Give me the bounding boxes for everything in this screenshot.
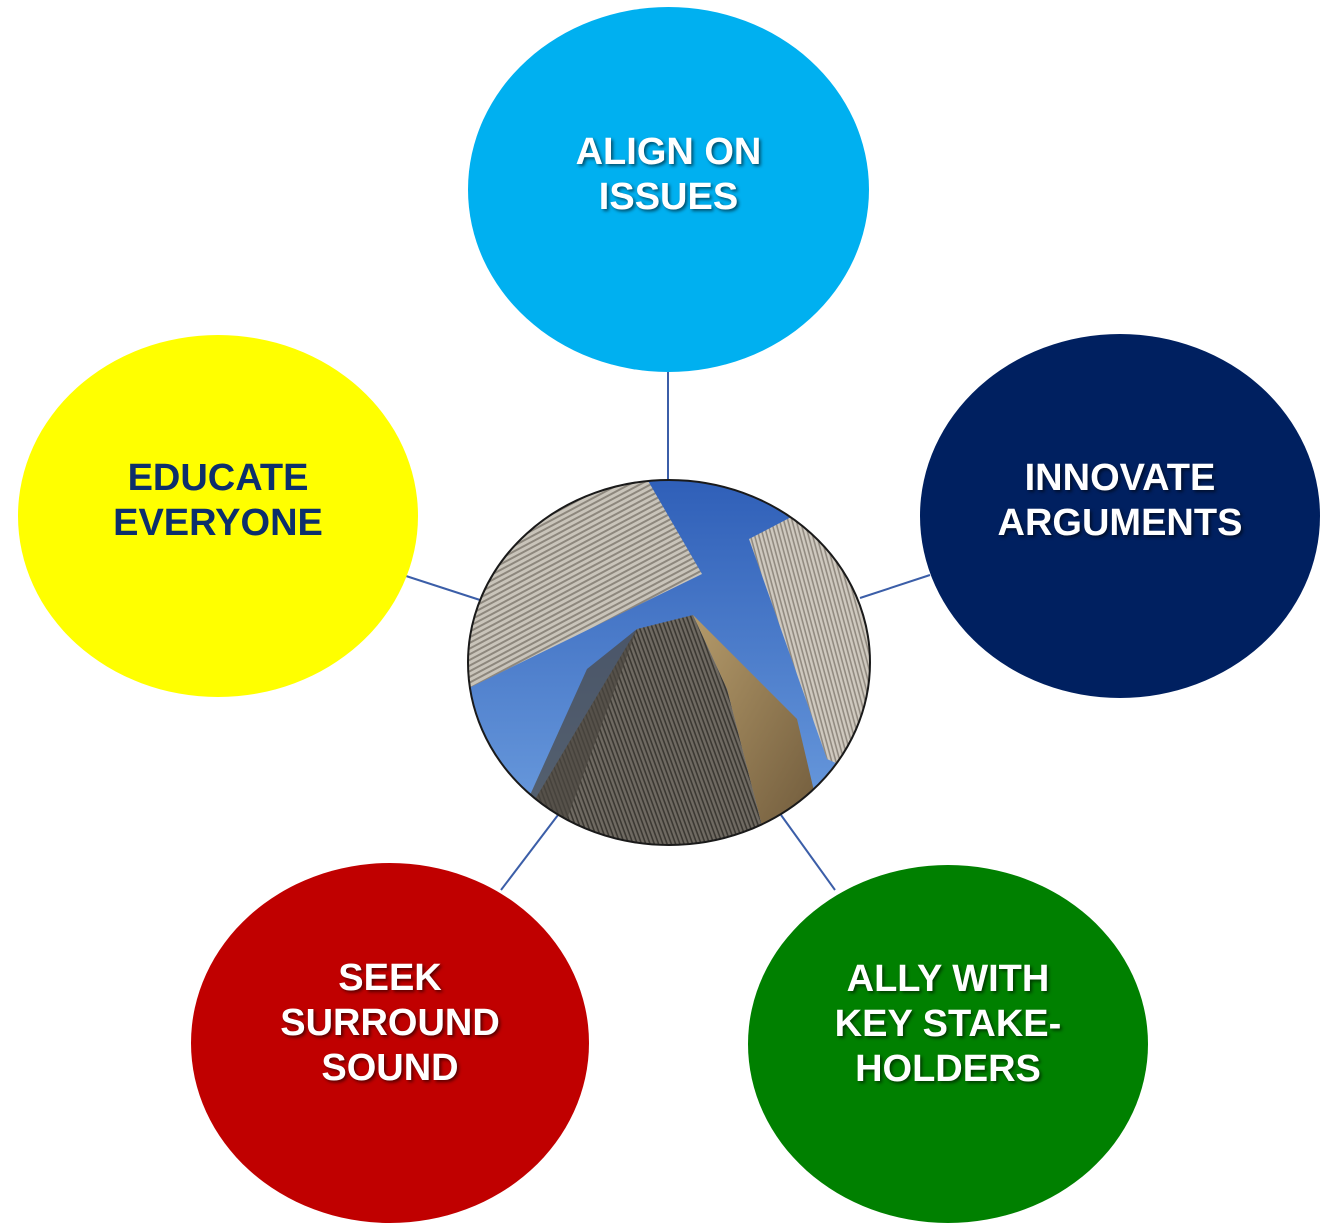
connector-bottom-left — [500, 814, 559, 891]
node-align-on-issues: ALIGN ON ISSUES — [468, 7, 869, 372]
node-label-educate-everyone: EDUCATE EVERYONE — [113, 457, 323, 544]
connector-right — [859, 574, 931, 599]
connector-bottom-right — [780, 814, 836, 891]
node-ally-with-key-stakeholders: ALLY WITH KEY STAKE- HOLDERS — [748, 865, 1148, 1223]
connector-left — [405, 575, 481, 601]
node-label-seek-surround-sound: SEEK SURROUND SOUND — [280, 956, 500, 1089]
node-label-innovate-arguments: INNOVATE ARGUMENTS — [997, 457, 1243, 544]
node-label-ally-with-key-stakeholders: ALLY WITH KEY STAKE- HOLDERS — [834, 957, 1062, 1090]
hub-skyscrapers-photo — [467, 479, 871, 846]
node-seek-surround-sound: SEEK SURROUND SOUND — [191, 863, 589, 1223]
node-label-align-on-issues: ALIGN ON ISSUES — [575, 130, 762, 218]
node-educate-everyone: EDUCATE EVERYONE — [18, 335, 418, 697]
node-innovate-arguments: INNOVATE ARGUMENTS — [920, 334, 1320, 698]
